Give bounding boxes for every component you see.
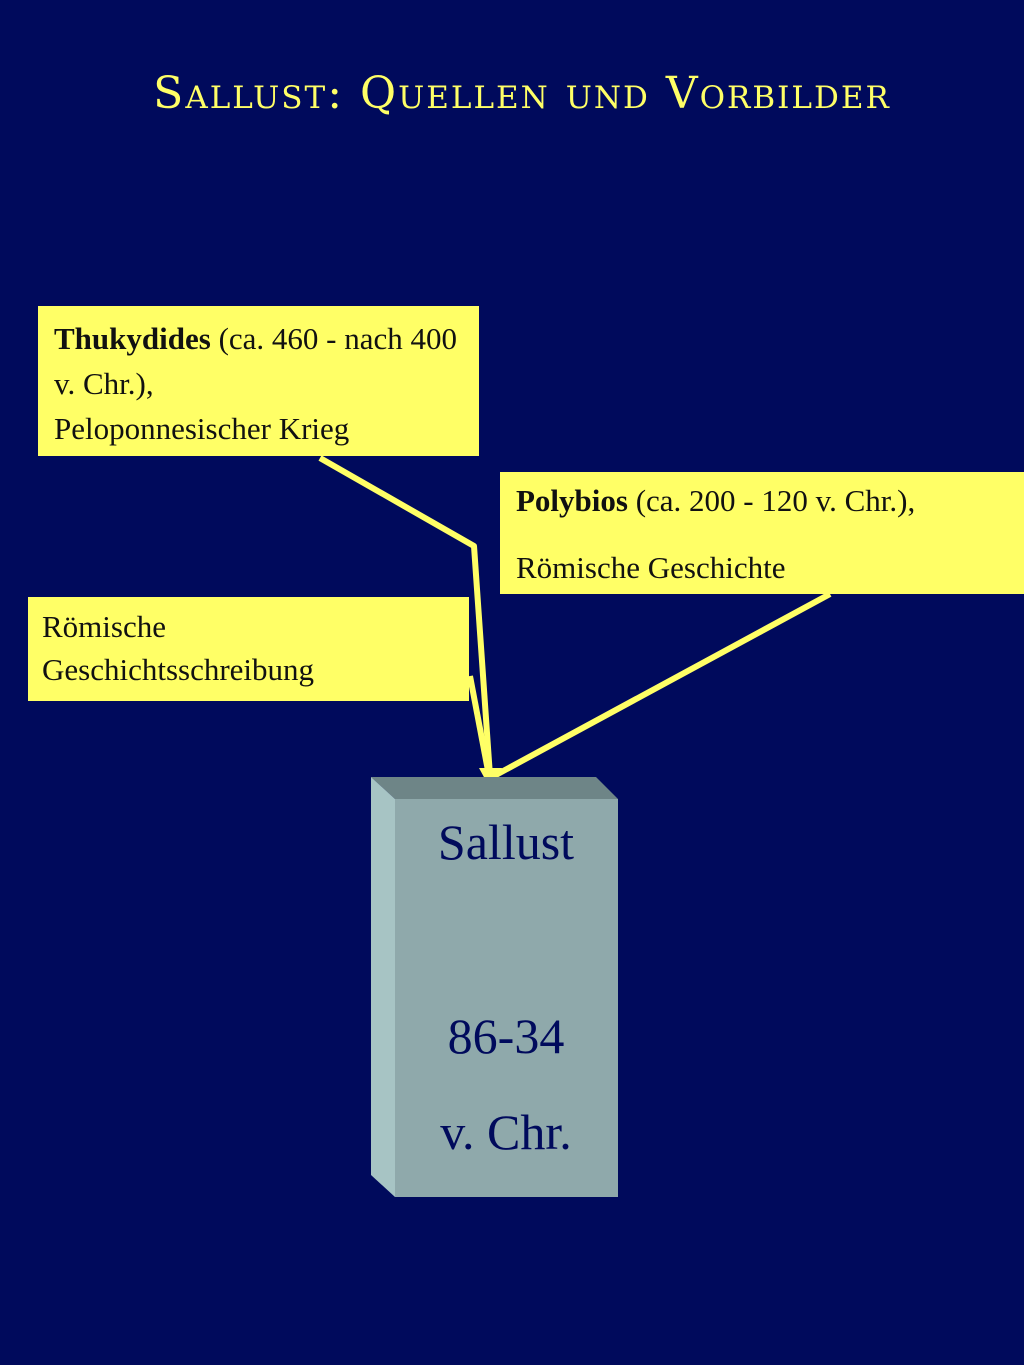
thukydides-box: Thukydides (ca. 460 - nach 400 v. Chr.),… bbox=[38, 306, 479, 456]
sallust-pillar bbox=[371, 777, 618, 1197]
connector-polybios bbox=[492, 591, 832, 779]
pillar-years: 86-34 bbox=[447, 1008, 565, 1064]
pillar-top-face bbox=[371, 777, 618, 799]
pillar-side-face bbox=[371, 777, 395, 1197]
thukydides-name: Thukydides bbox=[54, 321, 211, 356]
polybios-box: Polybios (ca. 200 - 120 v. Chr.), Römisc… bbox=[500, 472, 1024, 594]
thukydides-work: Peloponnesischer Krieg bbox=[54, 411, 350, 446]
pillar-name: Sallust bbox=[437, 814, 575, 870]
connector-roman bbox=[467, 675, 492, 777]
pillar-front-face bbox=[395, 799, 618, 1197]
connector-thukydides bbox=[318, 455, 493, 777]
roman-line-1: Römische bbox=[42, 609, 166, 644]
thukydides-detail: (ca. 460 - nach 400 v. Chr.), bbox=[54, 321, 458, 401]
roman-line-2: Geschichtsschreibung bbox=[42, 652, 315, 687]
pillar-era: v. Chr. bbox=[440, 1104, 572, 1160]
roman-historiography-box: Römische Geschichtsschreibung bbox=[28, 597, 469, 701]
polybios-work: Römische Geschichte bbox=[516, 550, 786, 585]
polybios-name: Polybios bbox=[516, 483, 628, 518]
polybios-detail: (ca. 200 - 120 v. Chr.), bbox=[627, 483, 916, 518]
slide-title: Sallust: Quellen und Vorbilder bbox=[153, 68, 891, 119]
